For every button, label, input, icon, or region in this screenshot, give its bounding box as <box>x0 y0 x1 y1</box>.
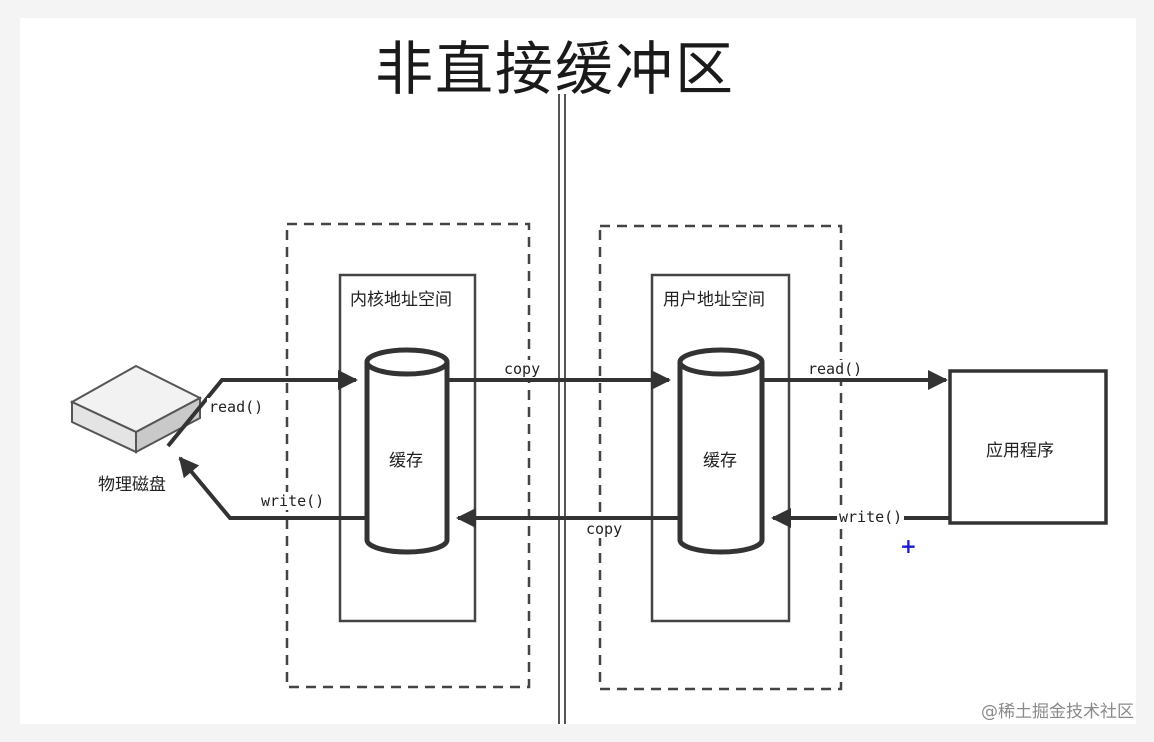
watermark: @稀土掘金技术社区 <box>981 702 1134 722</box>
user-dashed-boundary <box>598 224 843 691</box>
user-space-label: 用户地址空间 <box>663 290 765 310</box>
kernel-buffer-cylinder <box>364 347 450 555</box>
disk-label: 物理磁盘 <box>98 475 166 495</box>
plus-cursor-icon: + <box>900 534 917 558</box>
disk-write-label: write() <box>259 492 327 510</box>
user-buffer-cylinder <box>677 347 765 555</box>
disk-read-label: read() <box>207 398 266 416</box>
center-divider <box>558 94 566 724</box>
disk-icon <box>69 364 203 454</box>
disk-read-arrow <box>166 370 358 448</box>
copy-top-label: copy <box>502 360 543 378</box>
kernel-space-box <box>338 273 477 623</box>
app-read-label: read() <box>806 360 865 378</box>
user-buffer-label: 缓存 <box>703 451 737 471</box>
app-write-label: write() <box>837 508 905 526</box>
application-box <box>948 369 1108 525</box>
kernel-buffer-label: 缓存 <box>389 451 423 471</box>
user-space-box <box>650 273 791 623</box>
copy-bottom-label: copy <box>584 520 625 538</box>
disk-write-arrow <box>178 456 366 520</box>
diagram-title: 非直接缓冲区 <box>374 35 735 103</box>
application-label: 应用程序 <box>986 441 1054 461</box>
kernel-space-label: 内核地址空间 <box>350 290 452 310</box>
kernel-dashed-boundary <box>285 222 531 689</box>
